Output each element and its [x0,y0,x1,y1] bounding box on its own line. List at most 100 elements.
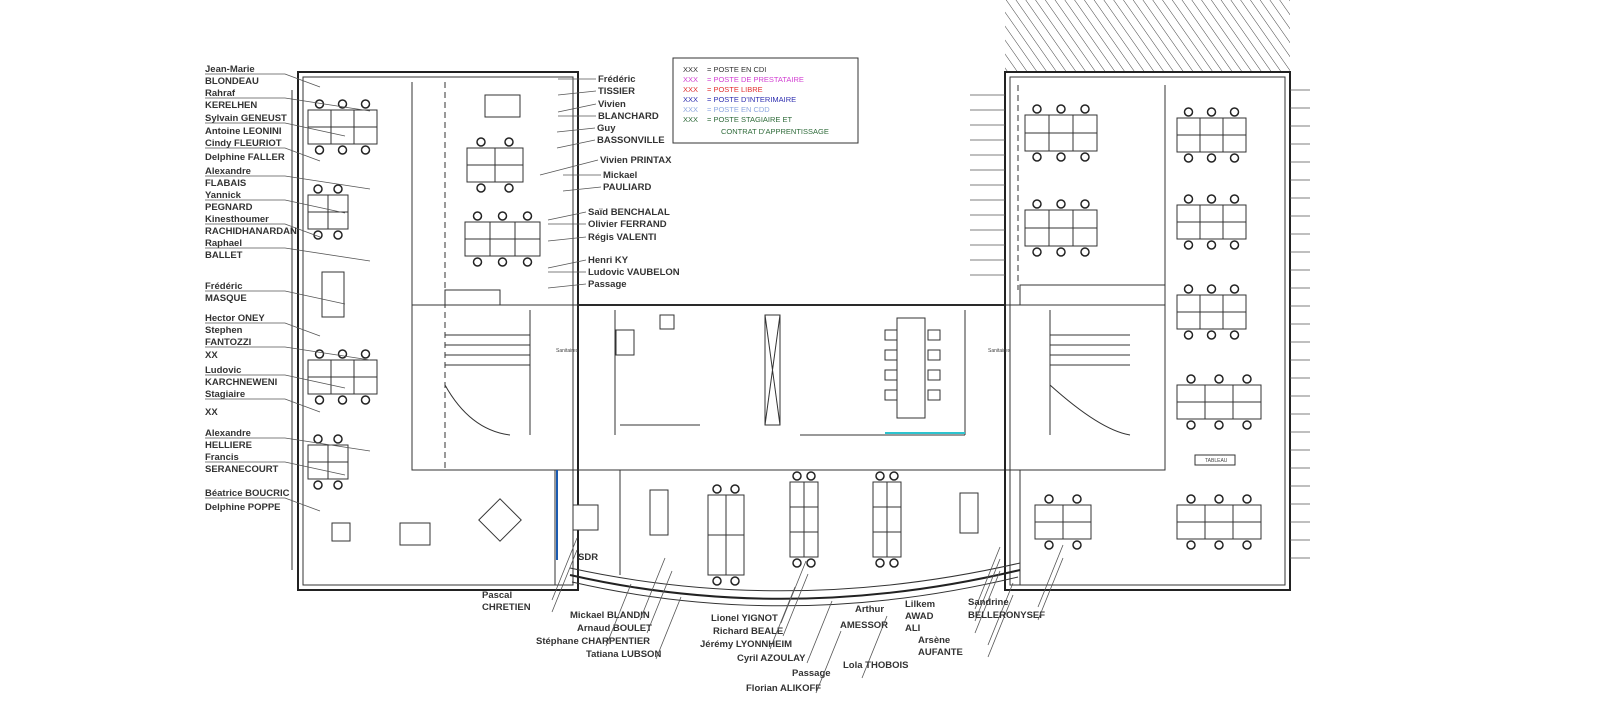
chair-icon [1242,494,1252,504]
occupant-name: Béatrice BOUCRIC [205,488,290,499]
desk [1176,204,1201,223]
chair-icon [1080,152,1090,162]
occupant-name: Vivien PRINTAX [600,155,672,166]
leader-line [556,127,596,133]
desk [353,376,378,395]
chair-icon [333,184,343,194]
chair-icon [1214,494,1224,504]
desk [330,359,355,378]
chair-icon [1229,240,1240,250]
occupant-name: Frédéric [205,281,243,292]
occupant-name: XX [205,350,218,361]
desk [1199,117,1224,136]
leader-line [539,159,599,176]
desk [1204,384,1234,403]
occupant-name: BELLERONYSEF [968,610,1045,621]
chair-icon [1080,104,1090,114]
chair-icon [1229,194,1240,204]
chair-icon [889,471,899,481]
desk [1048,227,1074,247]
chair-icon [1183,194,1194,204]
desk [1199,221,1224,240]
furniture [884,329,898,341]
room-label-tableau: TABLEAU [1205,458,1228,464]
desk [1024,114,1050,134]
leader-line [205,223,321,238]
desk [1222,134,1247,153]
desk [789,531,805,558]
occupant-name: XX [205,407,218,418]
legend-code: XXX [683,105,698,114]
desk [466,164,496,183]
occupant-name: ALI [905,623,920,634]
desk [1176,294,1201,313]
occupant-name: Henri KY [588,255,629,266]
occupant-name: Passage [792,668,831,679]
legend-label: = POSTE DE PRESTATAIRE [707,75,804,84]
occupant-name: PEGNARD [205,202,253,213]
occupant-name: BLONDEAU [205,76,259,87]
chair-icon [1044,540,1054,550]
occupant-name: Jean-Marie [205,64,255,75]
desk [886,506,902,533]
desk [1176,504,1206,523]
leader-line [547,259,587,269]
chair-icon [360,395,371,405]
chair-icon [1032,247,1042,257]
leader-line [782,573,809,637]
leader-line [205,497,321,512]
occupant-name: AWAD [905,611,934,622]
leader-line [557,90,597,96]
chair-icon [314,349,325,359]
furniture [927,389,941,401]
occupant-name: TISSIER [598,86,635,97]
chair-icon [313,184,323,194]
occupant-name: Alexandre [205,166,251,177]
occupant-name: BASSONVILLE [597,135,665,146]
desk [327,211,349,230]
occupant-name: Kinesthoumer [205,214,269,225]
leader-line [205,322,321,337]
desk [1222,311,1247,330]
desk [1204,504,1234,523]
desk [1024,132,1050,152]
occupant-name: Delphine FALLER [205,152,285,163]
desk [872,531,888,558]
desk [1199,204,1224,223]
occupant-name: Stagiaire [205,389,245,400]
occupant-name: Stéphane CHARPENTIER [536,636,650,647]
desk [1204,521,1234,540]
left-wing [291,71,579,591]
leader-line [1037,544,1064,608]
desk [466,147,496,166]
chair-icon [1056,104,1066,114]
furniture [927,329,941,341]
chair-icon [1183,284,1194,294]
chair-icon [1206,240,1217,250]
chair-icon [792,471,802,481]
furniture [884,369,898,381]
occupant-name: Ludovic [205,365,241,376]
desk [872,506,888,533]
chair-icon [1229,284,1240,294]
occupant-name: Arsène [918,635,950,646]
occupant-name: Lilkem [905,599,935,610]
chair-icon [1044,494,1054,504]
chair-icon [1186,540,1196,550]
chair-icon [476,183,486,193]
desk [307,444,329,463]
occupant-name: AMESSOR [840,620,888,631]
desk [514,238,541,257]
desk [330,109,355,128]
furniture [884,389,898,401]
occupant-name: AUFANTE [918,647,963,658]
occupant-name: KERELHEN [205,100,257,111]
furniture [884,349,898,361]
furniture [927,349,941,361]
leader-line [205,199,346,214]
desk [1034,504,1064,523]
leader-line [551,549,578,613]
occupant-name: Yannick [205,190,242,201]
desk [789,506,805,533]
